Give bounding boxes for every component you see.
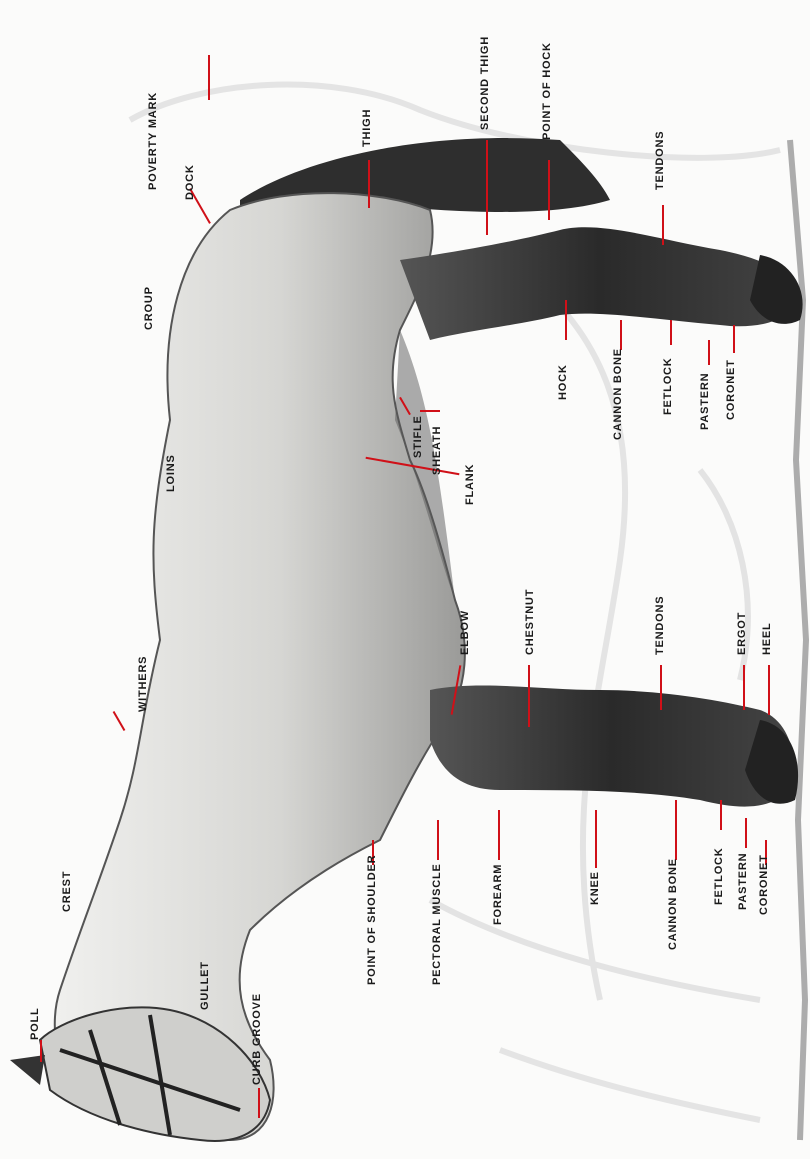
label-cannon-bone-fore: CANNON BONE: [668, 858, 679, 950]
label-fetlock-hind: FETLOCK: [663, 357, 674, 415]
front-leg: [430, 686, 794, 807]
label-elbow: ELBOW: [460, 610, 471, 655]
label-withers: WITHERS: [138, 656, 149, 712]
label-second-thigh: SECOND THIGH: [480, 36, 491, 130]
pointer-tendons-fore: [660, 665, 662, 710]
label-forearm: FOREARM: [493, 864, 504, 925]
pointer-cannon-bone-fore: [675, 800, 677, 860]
label-pastern-hind: PASTERN: [700, 373, 711, 430]
label-coronet-hind: CORONET: [726, 359, 737, 420]
label-heel: HEEL: [762, 622, 773, 655]
pointer-knee: [595, 810, 597, 868]
label-croup: CROUP: [144, 286, 155, 330]
label-curb-groove: CURB GROOVE: [252, 993, 263, 1085]
label-tendons-fore: TENDONS: [655, 596, 666, 655]
label-ergot: ERGOT: [737, 612, 748, 655]
label-knee: KNEE: [590, 871, 601, 905]
label-cannon-bone-hind: CANNON BONE: [613, 348, 624, 440]
pointer-chestnut: [528, 665, 530, 727]
label-flank: FLANK: [465, 464, 476, 505]
label-hock: HOCK: [558, 364, 569, 400]
pointer-sheath: [420, 410, 440, 412]
label-gullet: GULLET: [200, 961, 211, 1010]
pointer-ergot: [743, 665, 745, 710]
label-tendons-hind: TENDONS: [655, 131, 666, 190]
pointer-poll: [40, 1040, 42, 1062]
label-point-of-hock: POINT OF HOCK: [542, 42, 553, 140]
pointer-pastern-hind: [708, 340, 710, 365]
pointer-pectoral-muscle: [437, 820, 439, 860]
label-pectoral-muscle: PECTORAL MUSCLE: [432, 863, 443, 985]
label-thigh: THIGH: [362, 109, 373, 147]
pointer-thigh: [368, 160, 370, 208]
pointer-coronet-hind: [733, 325, 735, 353]
pointer-heel: [768, 665, 770, 715]
label-crest: CREST: [62, 871, 73, 912]
label-coronet-fore: CORONET: [759, 854, 770, 915]
pointer-cannon-bone-hind: [620, 320, 622, 350]
label-poverty-mark: POVERTY MARK: [148, 92, 159, 190]
label-chestnut: CHESTNUT: [525, 589, 536, 655]
label-sheath: SHEATH: [432, 426, 443, 475]
pointer-fetlock-hind: [670, 320, 672, 345]
label-pastern-fore: PASTERN: [738, 853, 749, 910]
label-poll: POLL: [30, 1007, 41, 1040]
pointer-curb-groove: [258, 1088, 260, 1118]
label-loins: LOINS: [166, 454, 177, 492]
label-fetlock-fore: FETLOCK: [714, 847, 725, 905]
pointer-hock: [565, 300, 567, 340]
pointer-poverty-mark: [208, 55, 210, 100]
label-stifle: STIFLE: [413, 415, 424, 458]
pointer-pastern-fore: [745, 818, 747, 848]
pointer-point-of-hock: [548, 160, 550, 220]
pointer-second-thigh: [486, 140, 488, 235]
pointer-forearm: [498, 810, 500, 860]
pointer-fetlock-fore: [720, 800, 722, 830]
hind-leg: [400, 227, 800, 340]
label-dock: DOCK: [185, 164, 196, 200]
pointer-tendons-hind: [662, 205, 664, 245]
label-point-of-shoulder: POINT OF SHOULDER: [367, 855, 378, 985]
